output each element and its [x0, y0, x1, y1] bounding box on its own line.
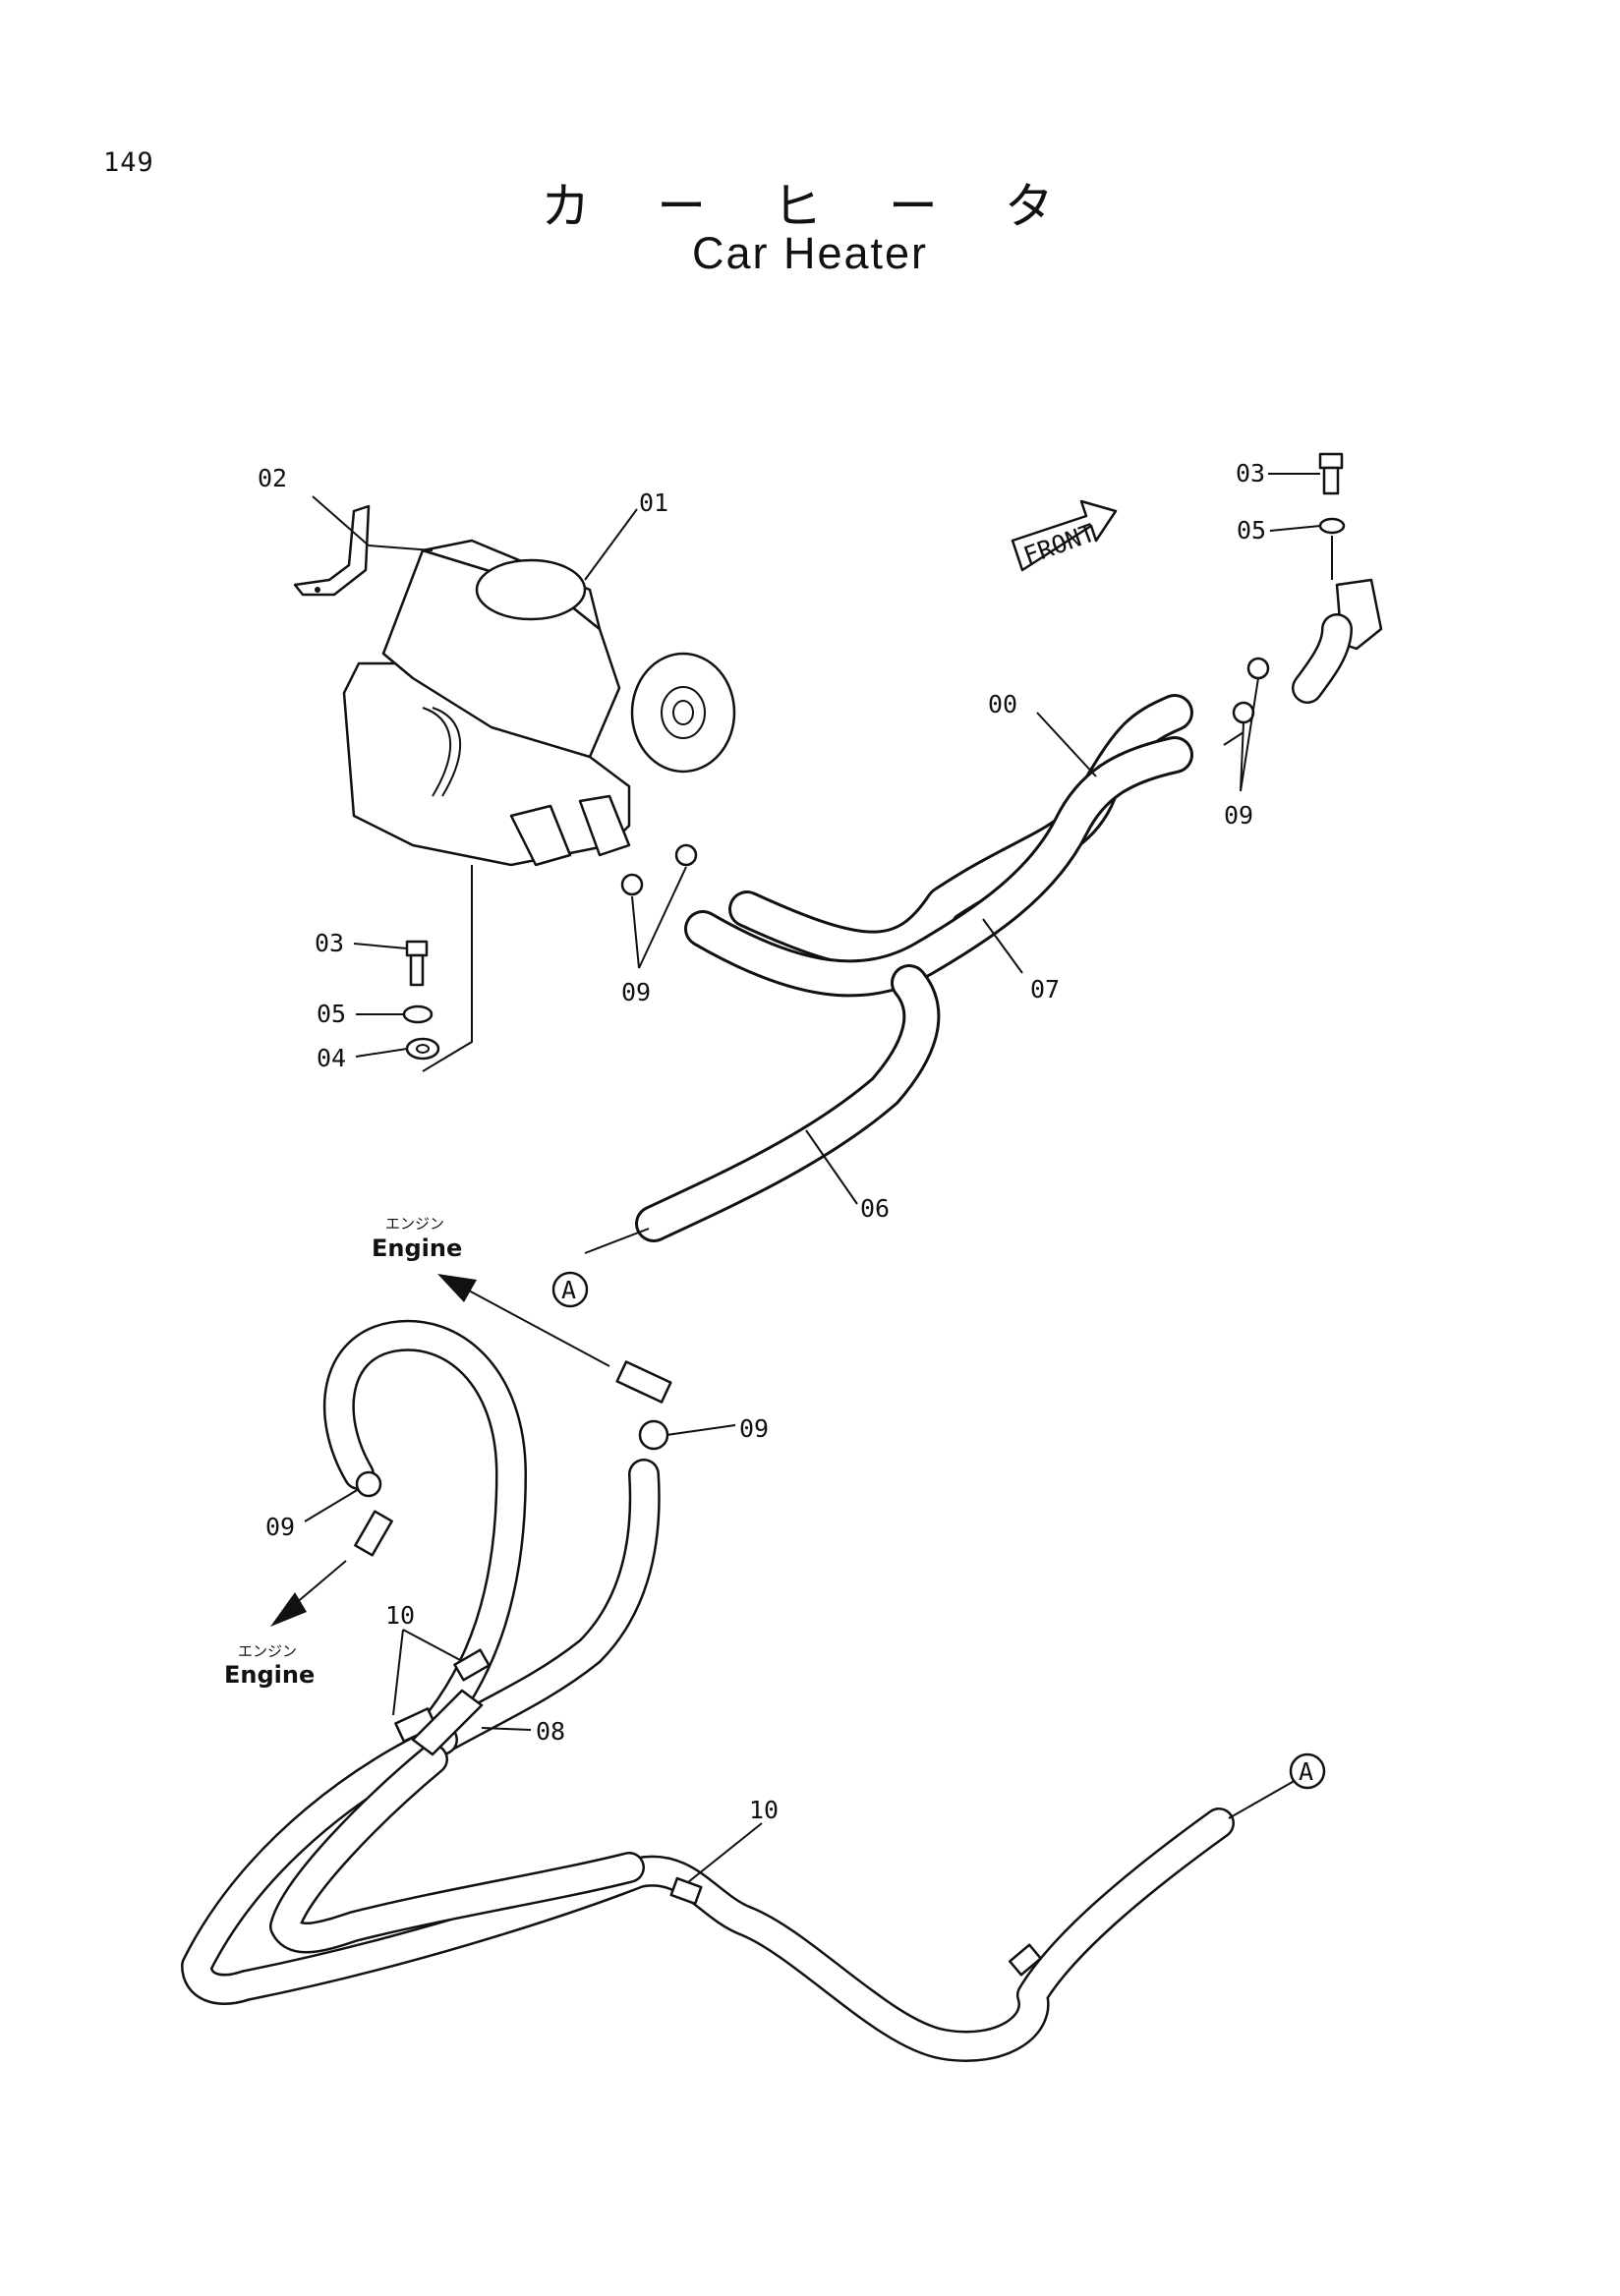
- washer-05-left: [402, 1004, 434, 1024]
- right-pipe-bracket: [1292, 578, 1383, 704]
- label-05-right: 05: [1237, 516, 1266, 545]
- engine-arrow-upper: [437, 1274, 610, 1367]
- hose-lower-run: [181, 1724, 1235, 2062]
- title-japanese: カ ー ヒ ー タ: [541, 178, 1079, 235]
- ref-marker-a-upper: A: [551, 1271, 589, 1308]
- label-09-engine-lower: 09: [265, 1513, 295, 1541]
- engine-label-upper-jp: エンジン: [385, 1215, 444, 1233]
- label-10-upper: 10: [385, 1601, 415, 1630]
- label-00: 00: [988, 690, 1017, 718]
- bolt-03-right: [1318, 452, 1344, 495]
- svg-text:A: A: [1299, 1757, 1313, 1786]
- page-number: 149: [103, 147, 154, 178]
- heater-unit-01: [342, 539, 736, 867]
- engine-label-lower-jp: エンジン: [238, 1642, 297, 1660]
- label-10-lower: 10: [749, 1796, 779, 1824]
- bracket-02: [293, 504, 371, 597]
- hose-07: [728, 694, 1193, 968]
- label-09-engine-upper: 09: [739, 1414, 769, 1443]
- label-01: 01: [639, 488, 668, 517]
- grommet-08: [411, 1689, 484, 1756]
- label-07: 07: [1030, 975, 1060, 1004]
- clamps-10: [394, 1648, 1042, 1977]
- label-09-right: 09: [1224, 801, 1253, 830]
- label-04: 04: [317, 1044, 346, 1072]
- hose-06: [635, 964, 941, 1242]
- engine-label-upper-en: Engine: [372, 1234, 462, 1262]
- hose-00: [684, 736, 1193, 998]
- label-09-left: 09: [621, 978, 651, 1006]
- leader-lines: [304, 473, 1333, 1883]
- label-03-right: 03: [1236, 459, 1265, 488]
- label-08: 08: [536, 1717, 565, 1746]
- engine-arrow-lower: [270, 1560, 347, 1627]
- ref-marker-a-lower: A: [1289, 1752, 1326, 1790]
- title-english: Car Heater: [691, 228, 929, 278]
- label-05-left: 05: [317, 1000, 346, 1028]
- front-arrow[interactable]: FRONT: [1011, 499, 1118, 572]
- svg-text:A: A: [561, 1276, 576, 1304]
- engine-label-lower-en: Engine: [224, 1661, 315, 1689]
- nut-04-left: [405, 1037, 440, 1061]
- label-03-left: 03: [315, 929, 344, 957]
- label-02: 02: [258, 464, 287, 492]
- hose-08-loop: [322, 1319, 661, 1765]
- label-06: 06: [860, 1194, 890, 1223]
- bolt-03-left: [405, 940, 429, 987]
- washer-05-right: [1318, 517, 1346, 535]
